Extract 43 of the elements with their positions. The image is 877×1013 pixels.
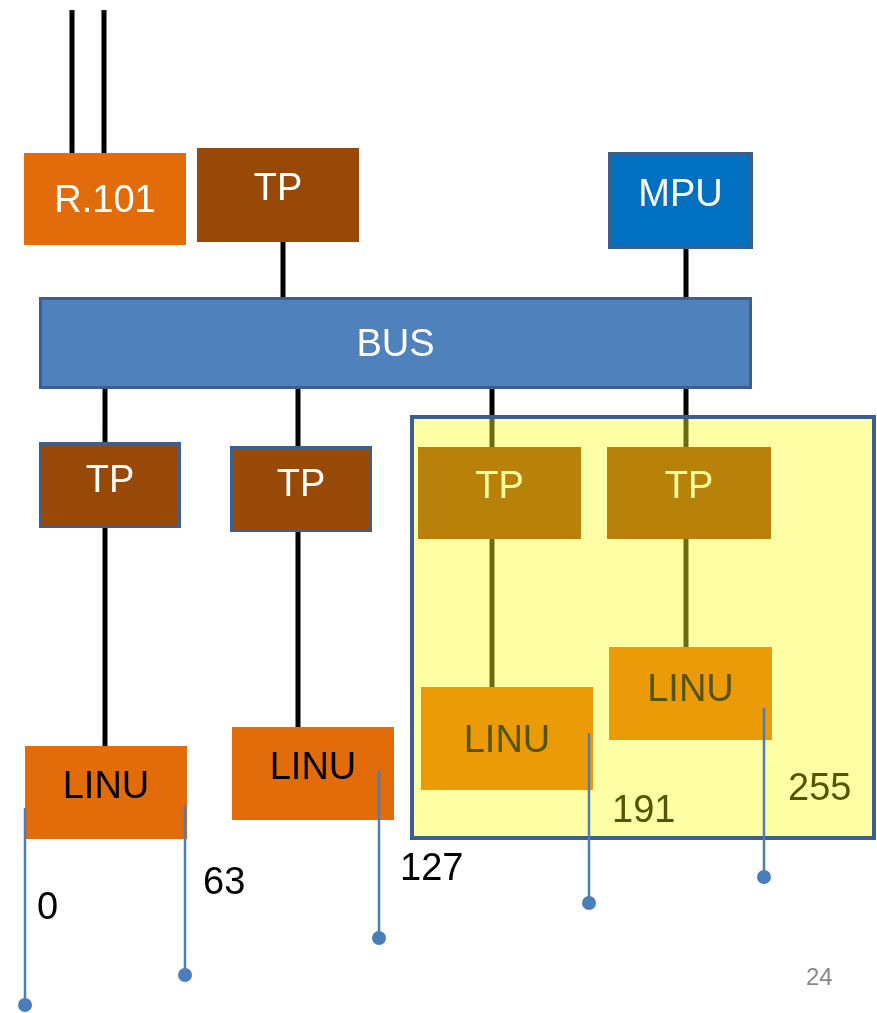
bus-bar [39,297,752,389]
connector-line [102,528,108,746]
connector-line [295,532,301,727]
box-label: TP [85,460,135,498]
address-label: 0 [37,887,59,925]
box-label: MPU [638,173,723,212]
module-box [39,442,181,528]
module-box [230,446,372,532]
module-box [607,447,771,539]
module-box [421,687,593,790]
module-box [609,647,772,740]
page-number: 24 [806,965,833,989]
module-box [418,447,581,539]
module-box [232,727,394,820]
connector-line [683,249,689,297]
connector-line [489,539,495,687]
connector-line [683,539,689,647]
address-label: 63 [203,862,246,900]
box-label: TP [475,466,524,504]
connector-line [102,389,108,442]
box-label: R.101 [54,180,156,218]
module-box [608,152,753,249]
connector-line [295,389,301,446]
connector-line [489,389,495,447]
connector-line [280,242,286,297]
box-label: TP [664,466,714,504]
connector-line [101,10,107,153]
module-box [197,148,359,242]
module-box [24,153,186,245]
address-label: 127 [400,848,464,886]
box-label: TP [276,464,326,502]
box-label: TP [253,168,303,206]
box-label: LINU [647,668,734,707]
connector-line [69,10,75,153]
address-label: 255 [788,768,852,806]
box-label: BUS [356,324,435,362]
connector-line [683,389,689,447]
box-label: LINU [463,719,551,758]
address-label: 191 [612,790,676,828]
module-box [25,746,187,839]
box-label: LINU [269,746,357,785]
highlight-panel [410,415,876,840]
box-label: LINU [62,765,150,804]
